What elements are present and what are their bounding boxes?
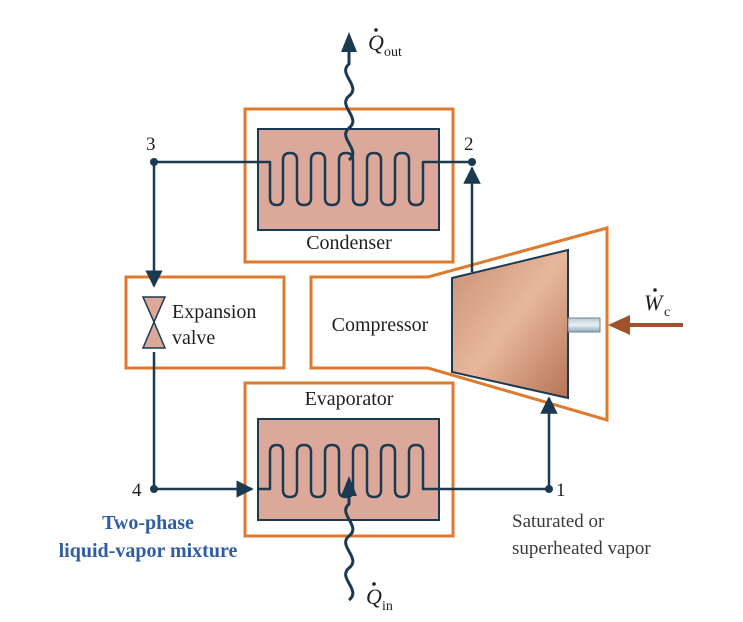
- state-dot-2: [468, 158, 476, 166]
- q-out-label: Q out: [368, 28, 402, 60]
- svg-text:W: W: [644, 290, 664, 315]
- saturated-label-line2: superheated vapor: [512, 538, 651, 559]
- condenser-coil: [258, 151, 439, 207]
- state-dot-4: [150, 485, 158, 493]
- evaporator-coil: [258, 443, 439, 499]
- expansion-label: Expansion: [172, 301, 256, 323]
- evaporator-label: Evaporator: [305, 388, 394, 410]
- svg-text:Q: Q: [366, 584, 382, 609]
- state-label-2: 2: [464, 134, 474, 155]
- expansion-valve-lower-triangle: [141, 320, 167, 349]
- svg-text:c: c: [664, 305, 670, 320]
- q-in-dot: [372, 582, 376, 586]
- saturated-label-line1: Saturated or: [512, 511, 605, 532]
- svg-text:out: out: [384, 45, 402, 60]
- q-in-wavy-line: [344, 496, 355, 602]
- compressor-label: Compressor: [332, 314, 429, 336]
- q-out-wavy-line: [344, 52, 355, 162]
- w-c-dot: [653, 288, 657, 292]
- compressor-body: [451, 248, 569, 400]
- q-out-dot: [374, 28, 378, 32]
- q-out-arrow-head: [341, 32, 357, 52]
- two-phase-label-line1: Two-phase: [102, 512, 194, 534]
- q-in-label: Q in: [366, 582, 393, 614]
- state-dot-3: [150, 158, 158, 166]
- valve-label: valve: [172, 327, 215, 349]
- work-input-arrow-head: [608, 315, 630, 335]
- compressor-box: [309, 226, 609, 422]
- compressor-shaft: [567, 317, 601, 333]
- state-label-4: 4: [132, 480, 142, 501]
- expansion-valve-upper-triangle: [141, 296, 167, 324]
- state-label-1: 1: [556, 480, 566, 501]
- expansion-valve-box: [124, 275, 286, 370]
- w-c-label: W c: [644, 288, 670, 320]
- svg-text:in: in: [382, 599, 393, 614]
- two-phase-label-line2: liquid-vapor mixture: [59, 540, 238, 562]
- svg-text:Q: Q: [368, 30, 384, 55]
- state-dot-1: [545, 485, 553, 493]
- q-in-arrow-head: [341, 476, 357, 496]
- condenser-label: Condenser: [306, 232, 392, 254]
- state-label-3: 3: [146, 134, 156, 155]
